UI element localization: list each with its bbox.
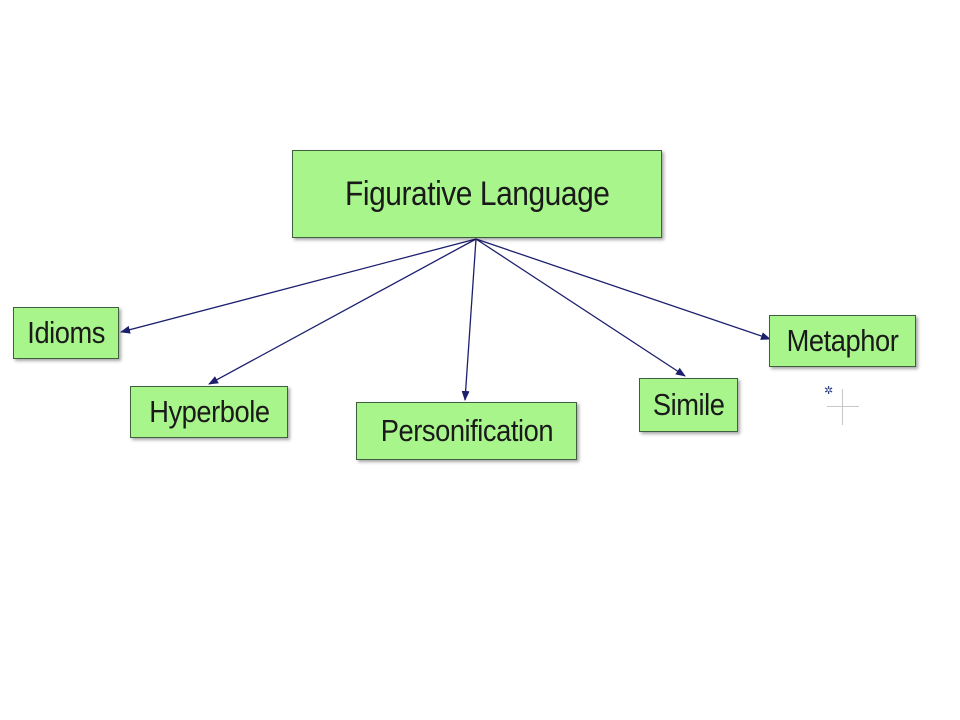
connector-idioms — [120, 238, 477, 334]
connector-personification — [461, 238, 477, 401]
node-hyperbole[interactable]: Hyperbole — [130, 386, 288, 438]
cursor-gear-icon: ✲ — [824, 385, 834, 397]
node-simile[interactable]: Simile — [639, 378, 738, 432]
node-personification-label: Personification — [380, 413, 553, 448]
root-node-label: Figurative Language — [344, 174, 610, 213]
connector-simile — [475, 238, 686, 377]
node-idioms[interactable]: Idioms — [13, 307, 119, 359]
root-node-figurative-language[interactable]: Figurative Language — [292, 150, 662, 238]
node-idioms-label: Idioms — [27, 315, 105, 350]
node-metaphor[interactable]: Metaphor — [769, 315, 916, 367]
node-personification[interactable]: Personification — [356, 402, 577, 460]
node-hyperbole-label: Hyperbole — [148, 394, 270, 429]
node-simile-label: Simile — [652, 387, 725, 422]
crosshair-cursor-icon — [827, 389, 859, 425]
connector-hyperbole — [208, 238, 477, 385]
node-metaphor-label: Metaphor — [786, 323, 899, 358]
connector-metaphor — [475, 238, 771, 340]
